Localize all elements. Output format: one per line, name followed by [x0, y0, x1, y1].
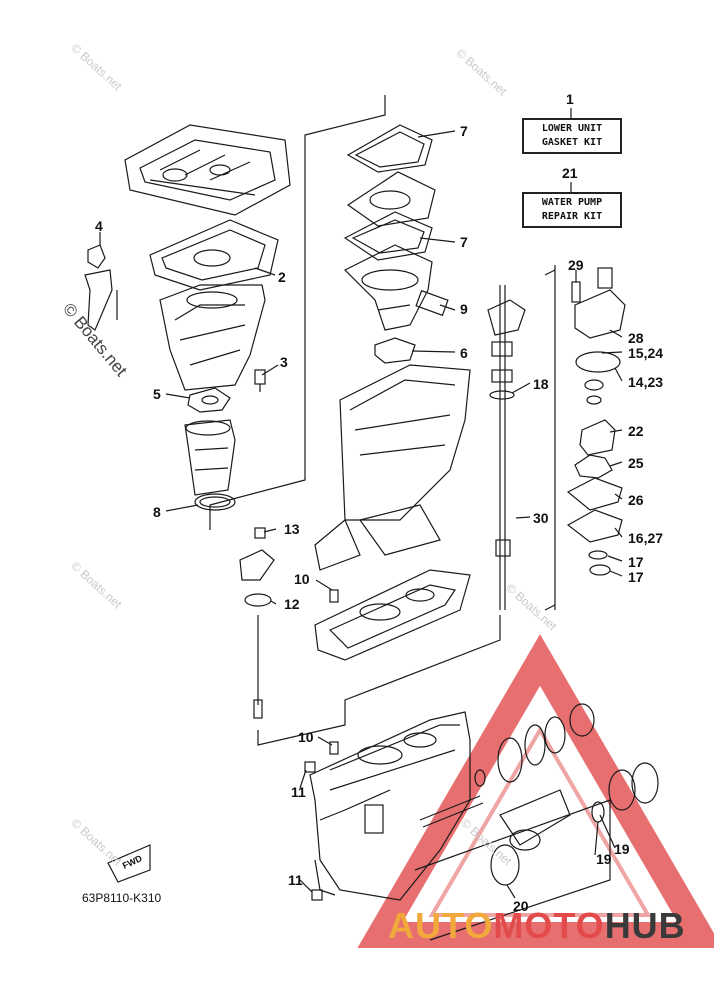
callout-13: 13 [284, 521, 300, 537]
callout-28: 28 [628, 330, 644, 346]
callout-9: 9 [460, 301, 468, 317]
callout-20: 20 [513, 898, 529, 914]
callout-8: 8 [153, 504, 161, 520]
brand-part2: MOTO [493, 905, 605, 946]
gasket-7-top [346, 124, 433, 173]
callout-17-top: 17 [628, 554, 644, 570]
brand-logo-text: AUTOMOTOHUB [388, 905, 686, 947]
kit-line2: GASKET KIT [541, 137, 603, 148]
lower-casing [309, 711, 471, 901]
upper-casing-top [124, 124, 291, 216]
callout-16-27: 16,27 [628, 530, 664, 546]
callout-7-bottom: 7 [460, 234, 468, 250]
callout-4: 4 [95, 218, 103, 234]
brand-part3: HUB [604, 905, 686, 946]
water-pump-repair-kit-label: WATER PUMP REPAIR KIT [522, 192, 622, 228]
callout-11-bottom: 11 [288, 872, 303, 888]
drawing-code: 63P8110-K310 [82, 891, 162, 905]
callout-12: 12 [284, 596, 300, 612]
drive-shaft [487, 285, 526, 610]
callout-14-23: 14,23 [628, 374, 664, 390]
extension-plate [314, 569, 471, 661]
upper-casing-body [159, 284, 266, 391]
triangle-logo-icon [357, 634, 714, 948]
callout-1: 1 [566, 91, 574, 107]
callout-15-24: 15,24 [628, 345, 664, 361]
callout-6: 6 [460, 345, 468, 361]
water-pump-parts [566, 267, 626, 576]
callout-2: 2 [278, 269, 286, 285]
lower-unit-gasket-kit-label: LOWER UNIT GASKET KIT [522, 118, 622, 154]
brand-part1: AUTO [388, 905, 494, 946]
fwd-arrow-icon [107, 844, 151, 883]
callout-10-top: 10 [294, 571, 310, 587]
callout-5: 5 [153, 386, 161, 402]
drive-shaft-housing [314, 364, 471, 571]
callout-26: 26 [628, 492, 644, 508]
kit-line2: REPAIR KIT [541, 211, 603, 222]
gear-set [474, 703, 659, 886]
callout-25: 25 [628, 455, 644, 471]
callout-17-bottom: 17 [628, 569, 644, 585]
exhaust-guide-part [184, 419, 236, 496]
callout-10-bottom: 10 [298, 729, 314, 745]
callout-18: 18 [533, 376, 549, 392]
callout-19-right: 19 [614, 841, 630, 857]
kit-line1: LOWER UNIT [541, 123, 603, 134]
callout-21: 21 [562, 165, 578, 181]
kit-line1: WATER PUMP [541, 197, 603, 208]
callout-11-top: 11 [291, 784, 306, 800]
callout-22: 22 [628, 423, 644, 439]
gasket-2 [149, 219, 279, 291]
callout-7-top: 7 [460, 123, 468, 139]
gasket-plate-middle [346, 171, 436, 227]
callout-3: 3 [280, 354, 288, 370]
callout-30: 30 [533, 510, 549, 526]
callout-19-left: 19 [596, 851, 612, 867]
callout-29: 29 [568, 257, 584, 273]
